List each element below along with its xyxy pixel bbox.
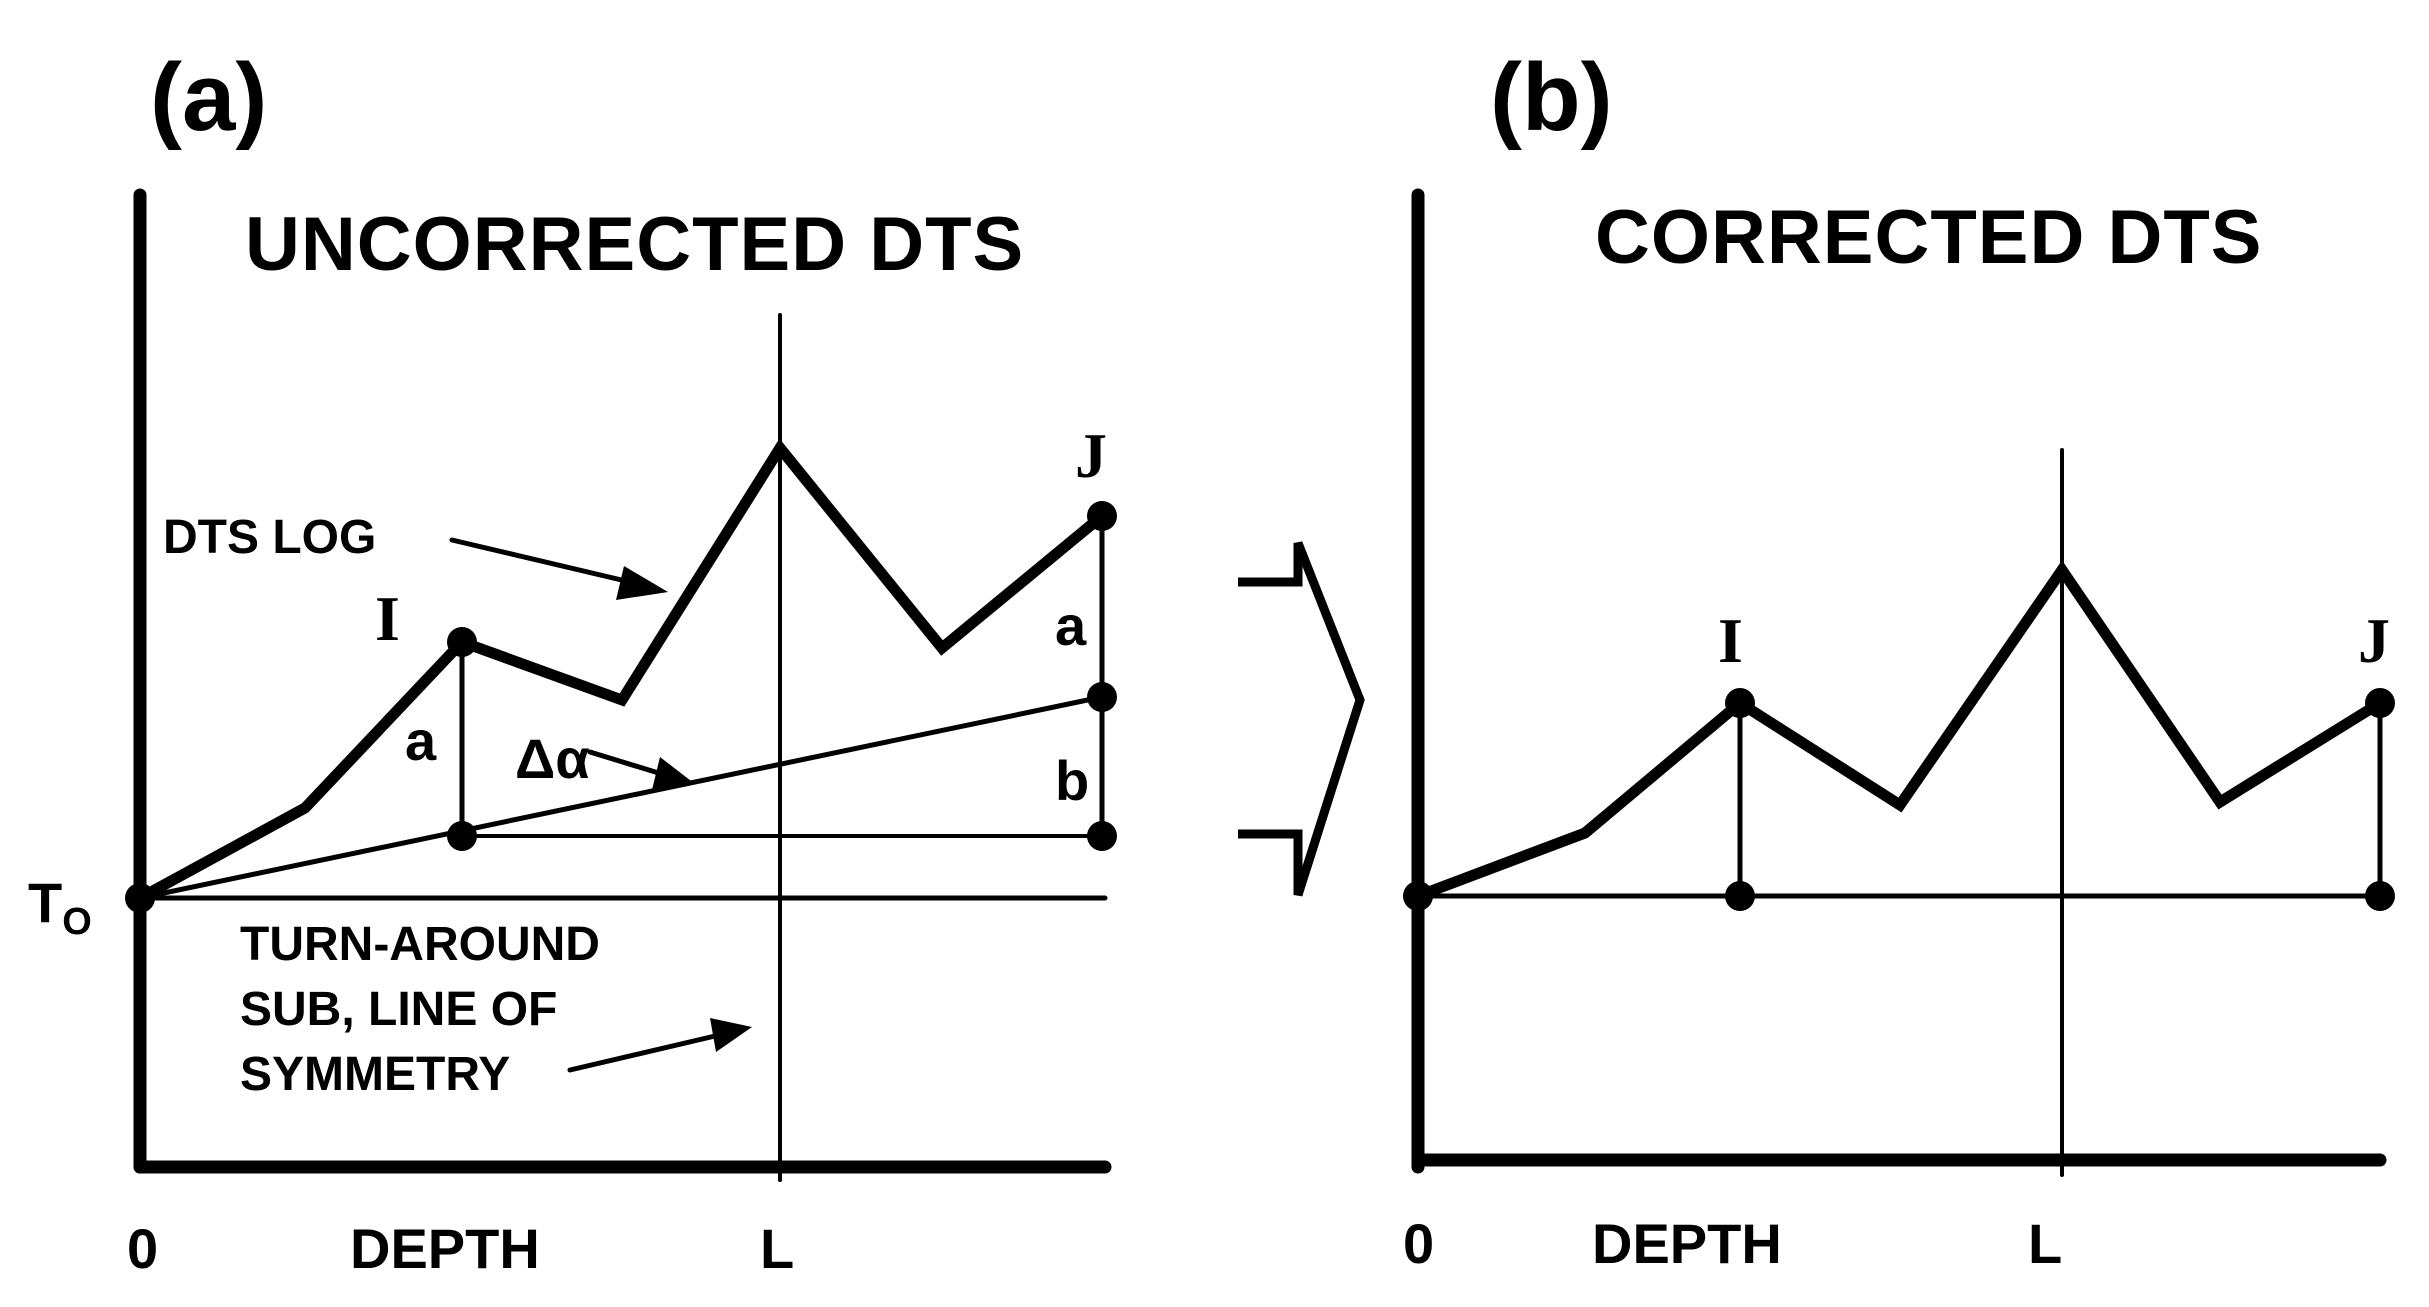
panel-a-x-tick-zero: 0 <box>127 1217 158 1280</box>
panel-b: (b) CORRECTED DTS I J 0 DEPTH L <box>1403 44 2395 1275</box>
panel-a-point-J-label: J <box>1075 420 1107 491</box>
panel-a-angle-label: Δα <box>515 727 590 790</box>
panel-b-point-J-dot <box>2365 688 2395 718</box>
panel-a-point-J-drift-dot <box>1087 682 1117 712</box>
panel-a-x-tick-L: L <box>760 1217 794 1280</box>
panel-a-dts-log-label: DTS LOG <box>163 511 376 564</box>
panel-a-label: (a) <box>150 44 267 151</box>
panel-b-origin-dot <box>1403 881 1433 911</box>
panel-a-drift-line <box>137 694 1105 901</box>
panel-a-point-J-ref-dot <box>1087 821 1117 851</box>
transform-arrow <box>1238 541 1365 897</box>
panel-b-corrected-dts-curve <box>1412 560 2386 902</box>
panel-b-point-J-label: J <box>2358 605 2390 676</box>
panel-a-point-J-dot <box>1087 501 1117 531</box>
panel-a-origin-label: TO <box>28 871 92 943</box>
panel-a-segment-a-right: a <box>1055 594 1087 657</box>
panel-a-point-I-dot <box>447 627 477 657</box>
panel-a-segment-a-left: a <box>405 709 437 772</box>
panel-a-turnaround-line2: SUB, LINE OF <box>240 983 557 1036</box>
panel-b-label: (b) <box>1490 44 1613 151</box>
panel-b-x-tick-L: L <box>2028 1212 2062 1275</box>
panel-b-x-tick-zero: 0 <box>1403 1212 1434 1275</box>
panel-b-x-axis-label: DEPTH <box>1592 1212 1782 1275</box>
panel-a-title: UNCORRECTED DTS <box>245 202 1024 287</box>
panel-a-angle-arrow <box>587 749 695 790</box>
panel-a-origin-dot <box>125 883 155 913</box>
panel-a-segment-b: b <box>1055 749 1089 812</box>
panel-a-turnaround-line3: SYMMETRY <box>240 1048 510 1101</box>
panel-b-point-I-base-dot <box>1725 881 1755 911</box>
panel-a-turnaround-arrow <box>567 1018 752 1073</box>
panel-a-dts-log-curve <box>134 438 1108 904</box>
panel-a-x-axis-label: DEPTH <box>350 1217 540 1280</box>
panel-a-point-I-label: I <box>375 583 400 654</box>
panel-a: (a) UNCORRECTED DTS TO 0 DEPTH L I J <box>28 44 1117 1280</box>
panel-b-title: CORRECTED DTS <box>1595 195 2262 280</box>
panel-b-point-I-dot <box>1725 688 1755 718</box>
panel-a-turnaround-line1: TURN-AROUND <box>240 918 600 971</box>
panel-a-dts-log-arrow <box>449 537 668 600</box>
panel-b-point-J-base-dot <box>2365 881 2395 911</box>
panel-b-point-I-label: I <box>1718 605 1743 676</box>
panel-a-point-I-drift-dot <box>447 821 477 851</box>
